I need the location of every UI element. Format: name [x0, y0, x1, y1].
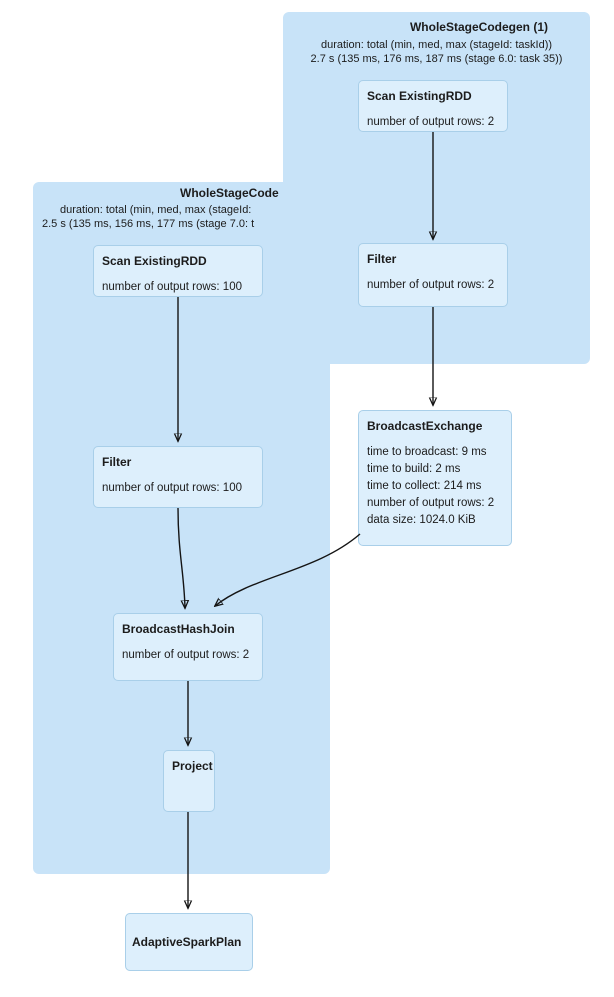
- node-metric: time to broadcast: 9 ms: [367, 446, 487, 458]
- node-scan-existingrdd-2[interactable]: Scan ExistingRDD number of output rows: …: [93, 245, 263, 297]
- cluster-duration-value: 2.5 s (135 ms, 156 ms, 177 ms (stage 7.0…: [42, 218, 255, 230]
- cluster-duration-label: duration: total (min, med, max (stageId:: [60, 204, 252, 216]
- node-adaptivesparkplan[interactable]: AdaptiveSparkPlan: [125, 913, 253, 971]
- node-filter-2[interactable]: Filter number of output rows: 100: [93, 446, 263, 508]
- node-title: Filter: [367, 252, 397, 266]
- node-metric: number of output rows: 2: [367, 116, 495, 128]
- cluster-wholestagecodegen-1: WholeStageCodegen (1) duration: total (m…: [283, 12, 590, 364]
- node-metric: number of output rows: 2: [367, 279, 495, 291]
- node-broadcastexchange[interactable]: BroadcastExchange time to broadcast: 9 m…: [358, 410, 512, 546]
- cluster-title: WholeStageCodegen (1): [409, 20, 548, 34]
- node-title: BroadcastExchange: [367, 419, 483, 433]
- cluster-duration-label: duration: total (min, med, max (stageId:…: [320, 39, 553, 51]
- node-title: Scan ExistingRDD: [102, 254, 207, 268]
- node-filter-1[interactable]: Filter number of output rows: 2: [358, 243, 508, 307]
- node-metric: number of output rows: 100: [102, 281, 242, 293]
- node-metric: number of output rows: 2: [122, 649, 250, 661]
- node-metric: time to build: 2 ms: [367, 463, 461, 475]
- node-title: Project: [172, 759, 213, 773]
- node-metric: number of output rows: 2: [367, 497, 495, 509]
- node-title: Scan ExistingRDD: [367, 89, 472, 103]
- node-project[interactable]: Project: [163, 750, 215, 812]
- node-title: BroadcastHashJoin: [122, 622, 235, 636]
- node-metric: data size: 1024.0 KiB: [367, 514, 476, 526]
- cluster-duration-value: 2.7 s (135 ms, 176 ms, 187 ms (stage 6.0…: [310, 53, 563, 65]
- cluster-title: WholeStageCode: [180, 186, 279, 200]
- node-title: Filter: [102, 455, 132, 469]
- node-metric: time to collect: 214 ms: [367, 480, 482, 492]
- node-metric: number of output rows: 100: [102, 482, 242, 494]
- node-title: AdaptiveSparkPlan: [132, 935, 242, 949]
- node-scan-existingrdd-1[interactable]: Scan ExistingRDD number of output rows: …: [358, 80, 508, 132]
- node-broadcasthashjoin[interactable]: BroadcastHashJoin number of output rows:…: [113, 613, 263, 681]
